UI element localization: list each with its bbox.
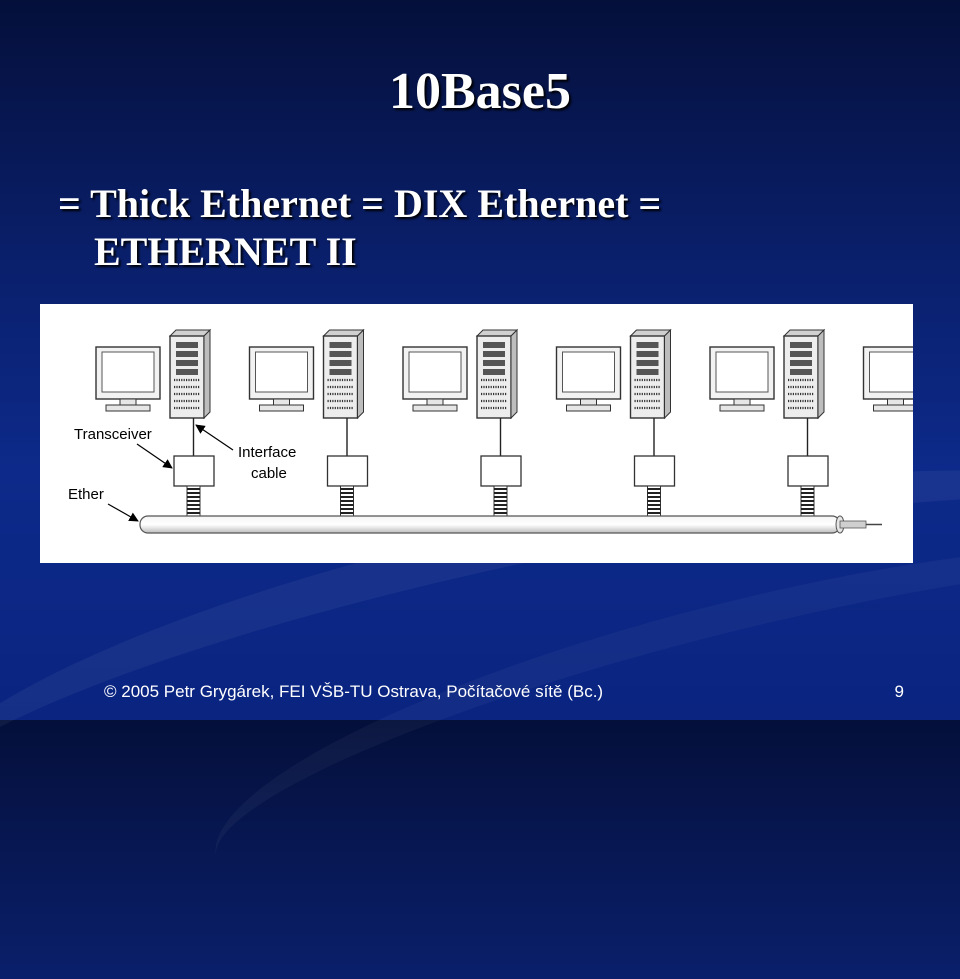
- monitor-screen: [408, 351, 462, 393]
- monitor-screen: [562, 351, 615, 393]
- ethernet-diagram: Transceiver Interface cable Ether: [40, 304, 913, 563]
- station: [248, 328, 369, 521]
- monitor-screen: [869, 351, 913, 393]
- arrow-transceiver: [136, 443, 173, 469]
- monitor-neck: [733, 398, 751, 406]
- cable-core: [839, 520, 867, 529]
- monitor-base: [412, 404, 458, 412]
- label-cable: cable: [251, 465, 287, 482]
- station: [402, 328, 522, 521]
- tower-side: [510, 328, 518, 420]
- slide-title: 10Base5: [389, 63, 571, 120]
- drive-bay: [329, 360, 352, 366]
- arrow-interface-cable: [195, 424, 234, 451]
- stations-group: [95, 328, 913, 521]
- monitor-screen: [255, 351, 308, 393]
- drive-bay: [483, 342, 505, 348]
- tower: [783, 335, 819, 419]
- drive-bay: [790, 369, 812, 375]
- tower-top: [168, 329, 212, 337]
- monitor-neck: [580, 398, 597, 406]
- drive-bay: [329, 351, 352, 357]
- drive-bay: [176, 342, 198, 348]
- drive-bay: [790, 342, 812, 348]
- arrow-ether: [107, 503, 139, 522]
- tower-side: [357, 328, 364, 420]
- monitor-base: [719, 404, 765, 412]
- tower: [169, 335, 205, 419]
- drive-bay: [636, 351, 659, 357]
- transceiver: [326, 455, 369, 487]
- drive-bay: [636, 369, 659, 375]
- tower-side: [203, 328, 211, 420]
- label-ether: Ether: [68, 486, 104, 503]
- tower: [629, 335, 666, 419]
- ether-cable: [139, 515, 841, 534]
- transceiver: [173, 455, 215, 487]
- monitor-base: [259, 404, 304, 412]
- drive-bay: [483, 360, 505, 366]
- tap: [647, 485, 661, 521]
- monitor-base: [873, 404, 913, 412]
- tower-side: [664, 328, 671, 420]
- monitor-base: [105, 404, 151, 412]
- bullet-text: = Thick Ethernet = DIX Ethernet = ETHERN…: [58, 180, 918, 276]
- drive-bay: [790, 351, 812, 357]
- tower: [476, 335, 512, 419]
- monitor-screen: [715, 351, 769, 393]
- station: [862, 346, 913, 412]
- tap: [340, 485, 354, 521]
- tap: [186, 485, 201, 521]
- drive-bay: [636, 342, 659, 348]
- footer-text: © 2005 Petr Grygárek, FEI VŠB-TU Ostrava…: [104, 682, 604, 701]
- tap: [800, 485, 815, 521]
- monitor-neck: [273, 398, 290, 406]
- transceiver: [787, 455, 829, 487]
- bullet-line-2: ETHERNET II: [94, 229, 357, 274]
- monitor-neck: [887, 398, 904, 406]
- tap: [493, 485, 508, 521]
- drive-bay: [483, 369, 505, 375]
- station: [709, 328, 829, 521]
- drive-bay: [176, 351, 198, 357]
- drive-bay: [329, 342, 352, 348]
- monitor-neck: [426, 398, 444, 406]
- label-interface: Interface: [238, 444, 296, 461]
- drive-bay: [329, 369, 352, 375]
- monitor-base: [566, 404, 611, 412]
- page-number: 9: [894, 682, 904, 701]
- tower-top: [475, 329, 519, 337]
- tower-top: [322, 329, 365, 337]
- diagram-svg: Transceiver Interface cable Ether: [68, 328, 913, 534]
- monitor-neck: [119, 398, 137, 406]
- monitor-screen: [101, 351, 155, 393]
- bullet-line-1: = Thick Ethernet = DIX Ethernet =: [58, 181, 662, 226]
- tower: [322, 335, 359, 419]
- tower-top: [629, 329, 672, 337]
- transceiver: [633, 455, 676, 487]
- drive-bay: [483, 351, 505, 357]
- drive-bay: [636, 360, 659, 366]
- tower-side: [817, 328, 825, 420]
- label-transceiver: Transceiver: [74, 426, 152, 443]
- drive-bay: [790, 360, 812, 366]
- transceiver: [480, 455, 522, 487]
- tower-top: [782, 329, 826, 337]
- station: [95, 328, 215, 521]
- station: [555, 328, 676, 521]
- drive-bay: [176, 369, 198, 375]
- drive-bay: [176, 360, 198, 366]
